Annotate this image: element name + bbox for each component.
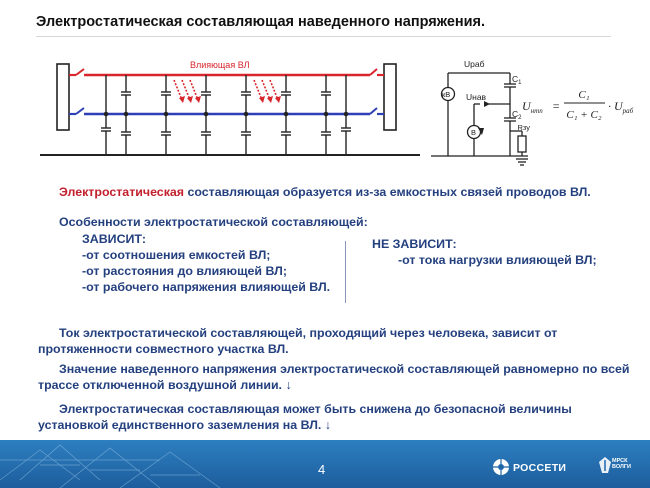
formula-lhs-sub: нтп [531, 107, 544, 115]
coupling-diagram: Влияющая ВЛ [40, 60, 420, 156]
footer-bar [0, 440, 650, 488]
left-substation-box [56, 63, 70, 131]
page-title: Электростатическая составляющая наведенн… [36, 14, 486, 30]
u-rab-label: Uраб [464, 59, 485, 69]
switch-left-blue [75, 107, 85, 115]
intro-red: Электростатическая [59, 185, 185, 199]
formula-rhs: · U [608, 99, 624, 113]
mrsk-logo-line: ВОЛГИ [612, 464, 631, 470]
footer-decoration [0, 444, 221, 488]
kv-label: кВ [442, 90, 450, 99]
svg-text:C2: C2 [512, 109, 522, 121]
paragraph-line: протяженности совместного участка ВЛ. [38, 342, 289, 356]
c2-sub: 2 [518, 115, 522, 121]
paragraph-line: Электростатическая составляющая может бы… [59, 402, 572, 416]
page-number: 4 [318, 462, 326, 477]
intro-rest: составляющая образуется из-за емкостных … [184, 185, 591, 199]
intro-line: Электростатическая составляющая образует… [59, 184, 591, 200]
influence-arrows [173, 79, 281, 103]
paragraph-line: Значение наведенного напряжения электрос… [59, 362, 630, 376]
paragraph-line: установкой единственного заземления на В… [38, 418, 332, 432]
depends-item: -от расстояния до влияющей ВЛ; [82, 264, 287, 278]
paragraph-grounding: Электростатическая составляющая может бы… [38, 401, 572, 433]
depends-item: -от соотношения емкостей ВЛ; [82, 248, 271, 262]
paragraph-line: Ток электростатической составляющей, про… [59, 326, 558, 340]
svg-text:· Uраб: · Uраб [608, 99, 634, 115]
rosseti-logo-icon [493, 459, 509, 475]
paragraph-line: трассе отключенной воздушной линии. ↓ [38, 378, 292, 392]
kilovoltmeter [440, 86, 456, 102]
mrsk-logo-text: МРСК ВОЛГИ [612, 458, 631, 470]
mrsk-logo-icon [599, 457, 611, 473]
svg-text:C1: C1 [512, 74, 522, 86]
not-depends-block: НЕ ЗАВИСИТ: -от тока нагрузки влияющей В… [372, 236, 597, 268]
depends-heading: ЗАВИСИТ: [82, 232, 146, 246]
title-divider [36, 36, 611, 37]
paragraph-current: Ток электростатической составляющей, про… [38, 325, 558, 357]
c1-sub: 1 [518, 80, 522, 86]
rosseti-logo-text: РОССЕТИ [513, 462, 567, 474]
paragraph-uniform: Значение наведенного напряжения электрос… [38, 361, 630, 393]
switch-left-red [75, 68, 85, 76]
u-nav-label: Uнав [466, 92, 487, 102]
mrsk-logo-line: МРСК [612, 458, 628, 464]
line-label: Влияющая ВЛ [190, 60, 250, 70]
ground-resistor [517, 135, 527, 153]
right-substation-box [383, 63, 397, 131]
coupling-capacitors [101, 75, 351, 155]
not-depends-heading: НЕ ЗАВИСИТ: [372, 237, 457, 251]
svg-text:=: = [552, 99, 560, 113]
switch-right-red [369, 68, 378, 76]
c2-label: C [512, 109, 518, 119]
switch-right-blue [369, 107, 378, 115]
column-divider [345, 241, 346, 303]
formula-numerator: C₁ [578, 89, 589, 101]
depends-item: -от рабочего напряжения влияющей ВЛ. [82, 280, 331, 294]
c1-label: C [512, 74, 518, 84]
equivalent-circuit: Uраб Uнав C1 C2 кВ В Rзу [431, 59, 530, 166]
formula-lhs: U [522, 99, 532, 113]
formula-rhs-sub: раб [622, 107, 634, 115]
not-depends-item: -от тока нагрузки влияющей ВЛ; [398, 253, 597, 267]
formula-denominator: C₁ + C₂ [566, 109, 601, 121]
svg-text:Uнтп: Uнтп [522, 99, 543, 115]
voltage-formula: Uнтп = C₁ C₁ + C₂ · Uраб [522, 89, 634, 121]
features-heading: Особенности электростатической составляю… [59, 215, 368, 229]
v-label: В [471, 128, 476, 137]
rzu-label: Rзу [517, 123, 530, 132]
depends-block: ЗАВИСИТ: -от соотношения емкостей ВЛ; -о… [82, 231, 330, 295]
